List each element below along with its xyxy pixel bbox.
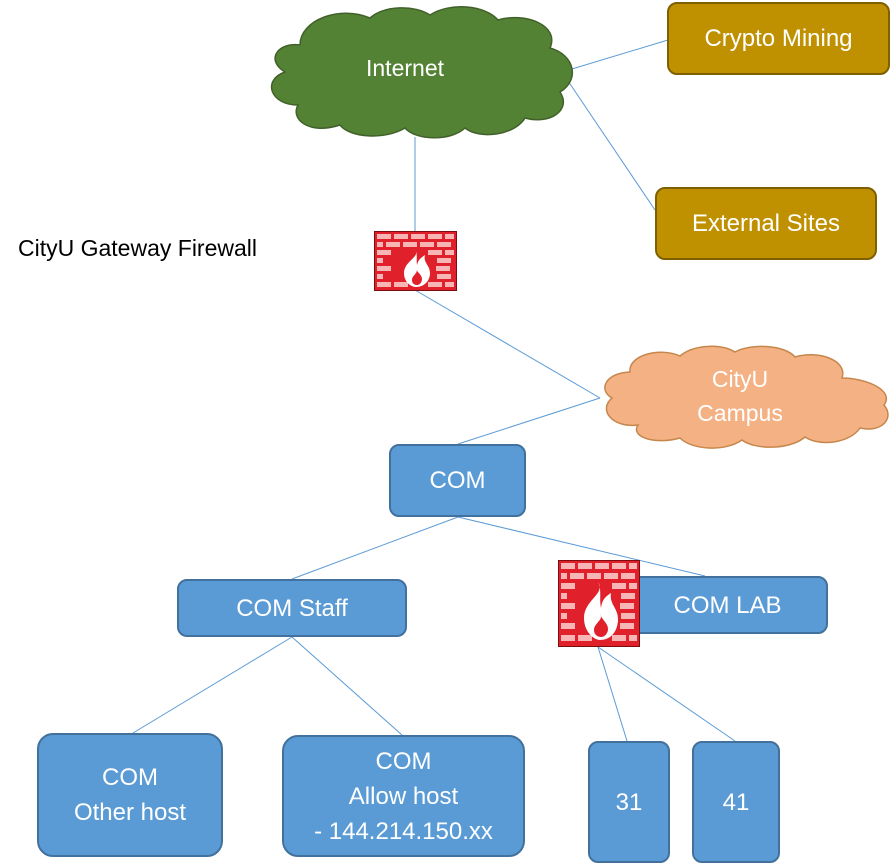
external-sites-label: External Sites	[691, 210, 841, 237]
gateway-firewall-label: CityU Gateway Firewall	[18, 235, 257, 261]
link-campus-com	[457, 397, 601, 445]
link-lab-41	[597, 646, 736, 742]
allow-host-line3: - 144.214.150.xx	[314, 817, 493, 845]
internet-label-text: Internet	[366, 55, 444, 81]
other-host-line1: COM	[102, 764, 158, 791]
campus-label-line2: Campus	[697, 400, 783, 426]
link-staff-otherhost	[132, 636, 293, 734]
lab-host-31-label: 31	[615, 788, 643, 816]
firewall-icon	[374, 231, 457, 291]
firewall-icon	[558, 560, 640, 647]
com-label: COM	[429, 467, 486, 494]
link-com-lab	[457, 516, 706, 577]
internet-label: Internet	[300, 50, 510, 86]
allow-host-node: COM Allow host - 144.214.150.xx	[282, 735, 525, 857]
external-sites-node: External Sites	[655, 187, 877, 260]
other-host-line2: Other host	[73, 799, 187, 826]
crypto-mining-node: Crypto Mining	[667, 2, 890, 75]
internet-cloud	[270, 6, 574, 139]
campus-label-line1: CityU	[711, 366, 769, 392]
com-lab-label: COM LAB	[673, 591, 782, 619]
com-staff-node: COM Staff	[177, 579, 407, 637]
lab-host-31-node: 31	[588, 741, 670, 863]
lab-host-41-node: 41	[692, 741, 780, 863]
com-staff-label: COM Staff	[236, 594, 348, 622]
link-internet-crypto	[561, 39, 669, 73]
link-lab-31	[597, 646, 628, 742]
other-host-node: COM Other host	[37, 733, 223, 857]
com-node: COM	[389, 444, 526, 517]
campus-label: CityU Campus	[660, 362, 820, 430]
link-staff-allowhost	[291, 636, 403, 736]
campus-cloud	[604, 345, 889, 449]
crypto-mining-label: Crypto Mining	[704, 25, 853, 52]
link-internet-external	[561, 71, 656, 211]
link-firewall-campus	[414, 289, 601, 399]
allow-host-line2: Allow host	[348, 782, 459, 810]
allow-host-line1: COM	[375, 747, 432, 775]
link-com-staff	[291, 516, 459, 580]
lab-host-41-label: 41	[722, 788, 750, 816]
